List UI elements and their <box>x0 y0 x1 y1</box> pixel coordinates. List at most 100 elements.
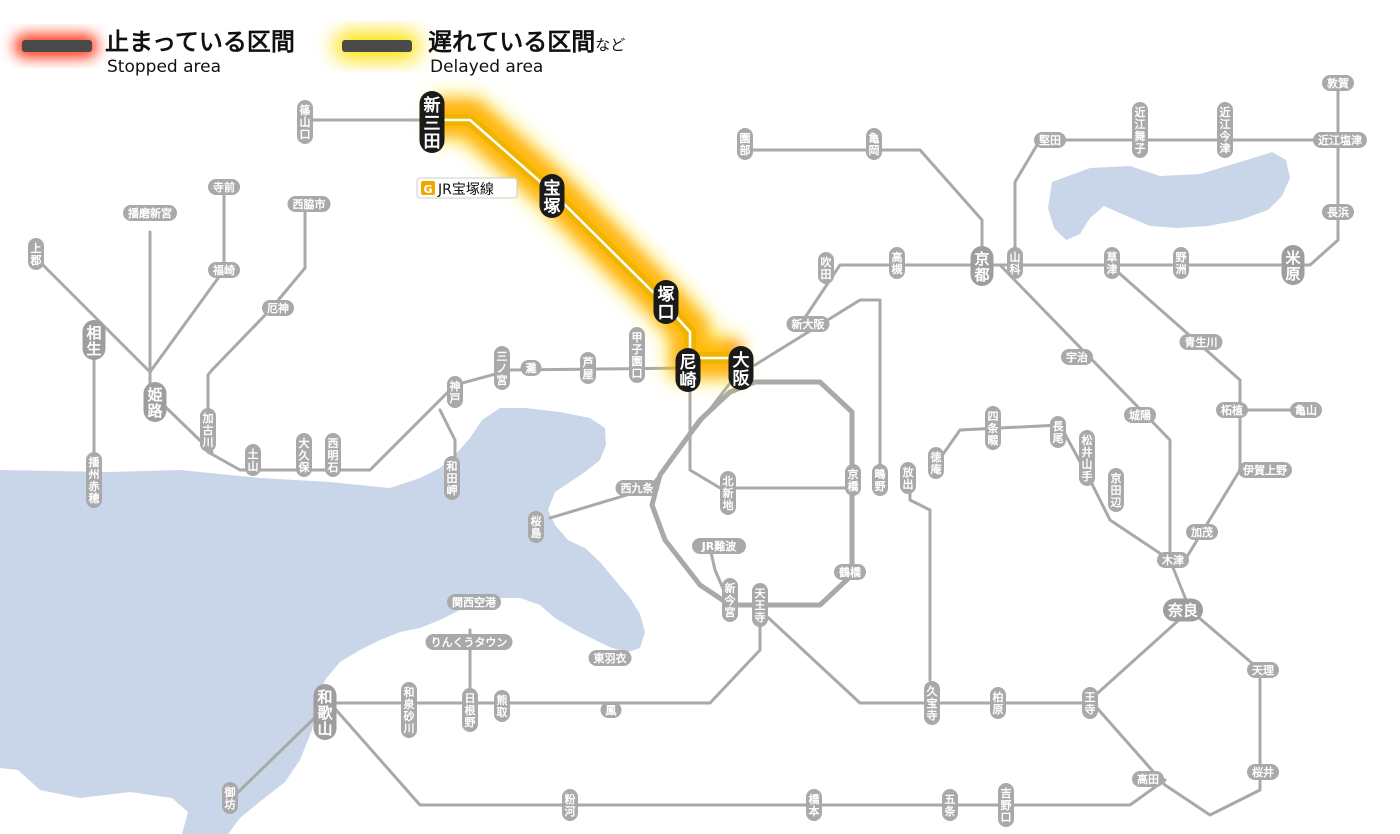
station-minor-e6a19ce4ba95: 桜井 <box>1247 764 1279 780</box>
station-minor-e88d89e6b4a5: 草津 <box>1104 247 1120 279</box>
station-minor-e5928ce6b389e7a082e5b79d: 和泉砂川 <box>401 682 417 738</box>
station-minor-e794b2e5ad90e59c92e58fa3: 甲子園口 <box>629 327 645 383</box>
station-minor-e69ca8e6b4a5: 木津 <box>1157 552 1189 568</box>
station-name: 近江今津 <box>1219 105 1232 155</box>
station-name: 桜島 <box>531 514 542 540</box>
station-name: 尼崎 <box>680 353 697 391</box>
station-minor-e58aa0e88c82: 加茂 <box>1186 524 1218 540</box>
station-minor-e8bf91e6b19fe5a1a9e6b4a5: 近江塩津 <box>1313 132 1367 148</box>
station-name: 西脇市 <box>293 197 326 211</box>
station-name: 放出 <box>902 465 915 491</box>
station-minor-e9b3b3: 鳳 <box>600 702 622 718</box>
station-name: 厄神 <box>267 301 289 315</box>
station-minor-e7a68fe5b48e: 福崎 <box>208 262 240 278</box>
legend-delayed: 遅れている区間など Delayed area <box>334 28 625 77</box>
delayed-swatch <box>342 40 412 52</box>
station-name: 大阪 <box>733 350 750 389</box>
station-name: 和歌山 <box>317 688 333 738</box>
station-name: 山科 <box>1010 250 1021 276</box>
station-minor-e7afa0e5b1b1e58fa3: 篠山口 <box>297 100 313 144</box>
station-minor-e4baace794b0e8beba: 京田辺 <box>1108 468 1124 512</box>
station-name: 松井山手 <box>1082 433 1093 483</box>
station-minor-e88aa6e5b18b: 芦屋 <box>580 352 596 384</box>
station-name: 園部 <box>740 132 751 157</box>
station-name: 大久保 <box>298 436 311 474</box>
station-minor-e5b1b1e7a791: 山科 <box>1007 247 1023 279</box>
station-name: 徳庵 <box>930 450 943 476</box>
station-minor-e995b7e6b59c: 長浜 <box>1322 204 1354 220</box>
jr-takarazuka-line <box>432 96 740 380</box>
station-name: 和泉砂川 <box>403 685 416 735</box>
station-minor-e78198: 灘 <box>520 360 542 376</box>
station-name: 橋本 <box>809 792 821 818</box>
station-name: 粉河 <box>565 792 576 818</box>
station-minor-e8a5bfe4b99de69da1: 西九条 <box>615 480 659 496</box>
station-name: 米原 <box>1285 249 1301 283</box>
station-name: 天王寺 <box>755 587 767 624</box>
station-minor-e58e84e7a59e: 厄神 <box>262 300 294 316</box>
station-name: 加古川 <box>202 411 214 449</box>
station-minor-e9b6b4e6a98b: 鶴橋 <box>834 564 866 580</box>
station-name: 日根野 <box>465 692 477 729</box>
delayed-title: 遅れている区間など <box>428 28 625 56</box>
station-name: 三ノ宮 <box>497 350 508 387</box>
legend-stopped: 止まっている区間 Stopped area <box>14 28 295 77</box>
station-name: 近江塩津 <box>1318 133 1362 147</box>
station-name: 東羽衣 <box>594 651 628 665</box>
station-name: 新三田 <box>424 95 441 152</box>
station-minor-e4ba80e5b1b1: 亀山 <box>1290 402 1322 418</box>
station-name: 宇治 <box>1066 350 1088 364</box>
station-minor-e59b9be69da1e795b7: 四条畷 <box>985 406 1001 450</box>
station-name: 長浜 <box>1327 205 1349 219</box>
station-name: 神戸 <box>450 379 461 405</box>
station-minor-e8a5bfe88487e5b882: 西脇市 <box>287 196 331 212</box>
station-name: 吉野口 <box>1001 786 1012 824</box>
station-name: 新今宮 <box>724 581 737 619</box>
osaka-loop-line <box>649 379 855 608</box>
sea <box>0 152 1290 834</box>
station-name: 京田辺 <box>1111 471 1122 509</box>
station-minor-e6a98be69cac: 橋本 <box>806 789 822 821</box>
station-name: 御坊 <box>224 785 236 811</box>
station-minor-e996a2e8a5bfe7a9bae6b8af: 関西空港 <box>447 594 501 610</box>
station-minor-e4b985e5ae9de5afba: 久宝寺 <box>924 681 940 725</box>
station-name: 京都 <box>973 250 989 284</box>
station-minor-e5a4a9e78e8be5afba: 天王寺 <box>752 583 768 627</box>
station-name: 王寺 <box>1085 691 1096 716</box>
station-minor-e5ae87e6b2bb: 宇治 <box>1061 349 1093 365</box>
station-name: 西明石 <box>327 437 339 474</box>
station-minor-e7868ae58f96: 熊取 <box>494 690 510 722</box>
station-name: 新大阪 <box>792 317 826 331</box>
station-name: 加茂 <box>1190 525 1213 539</box>
station-major-e7b1b3e58e9f: 米原 <box>1281 245 1305 285</box>
station-affected-e5ae9de5a19a: 宝塚 <box>539 174 565 218</box>
station-minor-e5a085e794b0: 堅田 <box>1034 132 1066 148</box>
station-name: 高槻 <box>892 250 903 276</box>
station-minor-e9878ee6b4b2: 野洲 <box>1173 247 1189 279</box>
station-name: 亀山 <box>1295 403 1317 417</box>
station-name: 灘 <box>526 361 537 375</box>
stations: 篠山口寺前播磨新宮西脇市上郡福崎厄神加古川土山大久保西明石神戸三ノ宮灘芦屋甲子園… <box>28 75 1367 827</box>
station-name: JR難波 <box>701 539 738 553</box>
station-name: 関西空港 <box>452 595 497 609</box>
station-name: 柘植 <box>1220 403 1243 417</box>
station-name: 奈良 <box>1167 602 1198 620</box>
station-major-e5a7abe8b7af: 姫路 <box>143 382 167 422</box>
station-minor-e697a5e6a0b9e9878e: 日根野 <box>462 688 478 732</box>
station-minor-e59089e9878ee58fa3: 吉野口 <box>998 783 1014 827</box>
station-minor-e695a6e8b380: 敦賀 <box>1322 75 1354 91</box>
station-minor-e7b289e6b2b3: 粉河 <box>562 789 578 821</box>
station-name: 鴫野 <box>875 467 886 493</box>
station-name: 和田岬 <box>447 459 458 497</box>
station-name: 五条 <box>944 793 957 818</box>
station-major-e4baace983bd: 京都 <box>970 246 994 286</box>
line-name: JR宝塚線 <box>437 182 494 198</box>
station-name: 上郡 <box>30 241 42 267</box>
station-minor-e4b889e3838ee5aeae: 三ノ宮 <box>494 346 510 390</box>
station-name: 鶴橋 <box>839 565 862 579</box>
station-name: 近江舞子 <box>1135 105 1146 155</box>
station-minor-e78e8be5afba: 王寺 <box>1082 687 1098 719</box>
station-minor-e8bf91e6b19fe8889ee5ad90: 近江舞子 <box>1132 102 1148 158</box>
station-affected-e5b0bce5b48e: 尼崎 <box>675 348 701 392</box>
station-minor-e6a19ce5b3b6: 桜島 <box>528 511 544 543</box>
